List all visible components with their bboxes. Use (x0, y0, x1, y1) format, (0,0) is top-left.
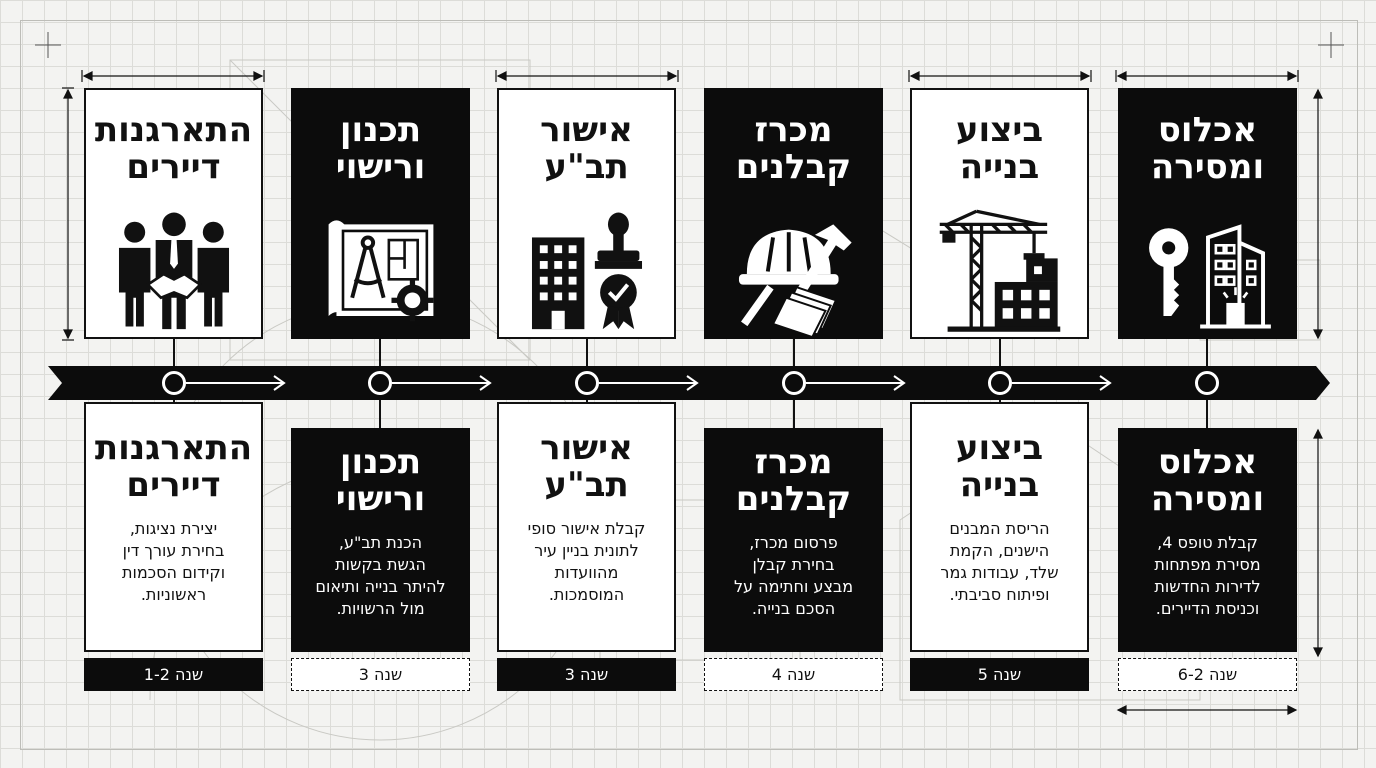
stage-description: הכנת תב"ע, הגשת בקשות להיתר בנייה ותיאום… (315, 533, 446, 618)
stage-top-card: ביצוע בנייה (910, 88, 1089, 339)
stage-bottom-card: אישור תב"ע קבלת אישור סופי לתונית בניין … (497, 402, 676, 652)
building-stamp-icon (531, 212, 642, 330)
corner-crosshairs (35, 32, 1344, 58)
hardhat-hammer-icon (738, 224, 852, 337)
stage-bottom-card: התארגנות דיירים יצירת נציגות, בחירת עורך… (84, 402, 263, 652)
stage-year-badge: שנה 5 (910, 658, 1089, 691)
stage-title: ביצוע בנייה (955, 110, 1044, 187)
stage-title: אישור תב"ע (540, 110, 633, 187)
stage-title-repeat: ביצוע בנייה (955, 428, 1044, 505)
stage-top-card: אכלוס ומסירה (1118, 88, 1297, 339)
stage-title-repeat: תכנון ורישוי (335, 442, 426, 519)
stage-title-repeat: אישור תב"ע (540, 428, 633, 505)
timeline-node-3 (575, 371, 599, 395)
timeline-arrows (186, 375, 1112, 391)
timeline-node-2 (368, 371, 392, 395)
stage-top-card: מכרז קבלנים (704, 88, 883, 339)
stage-description: פרסום מכרז, בחירת קבלן מבצע וחתימה על הס… (733, 533, 854, 618)
stage-year-badge: שנה 1-2 (84, 658, 263, 691)
stage-bottom-card: תכנון ורישוי הכנת תב"ע, הגשת בקשות להיתר… (291, 428, 470, 652)
timeline-node-1 (162, 371, 186, 395)
crane-building-icon (939, 209, 1060, 332)
blueprint-compass-icon (328, 220, 433, 322)
stage-bottom-card: אכלוס ומסירה קבלת טופס 4, מסירת מפתחות ל… (1118, 428, 1297, 652)
stage-title: מכרז קבלנים (735, 110, 852, 187)
stage-title-repeat: התארגנות דיירים (94, 428, 253, 505)
stage-title: אכלוס ומסירה (1150, 110, 1265, 187)
stage-year-badge: שנה 3 (497, 658, 676, 691)
stage-top-card: אישור תב"ע (497, 88, 676, 339)
stage-top-card: תכנון ורישוי (291, 88, 470, 339)
stage-title-repeat: אכלוס ומסירה (1150, 442, 1265, 519)
timeline-node-4 (782, 371, 806, 395)
stage-year-badge: שנה 4 (704, 658, 883, 691)
handshake-group-icon (118, 212, 229, 330)
timeline-node-5 (988, 371, 1012, 395)
stage-year-badge: שנה 3 (291, 658, 470, 691)
stage-title: תכנון ורישוי (335, 110, 426, 187)
stage-bottom-card: מכרז קבלנים פרסום מכרז, בחירת קבלן מבצע … (704, 428, 883, 652)
stage-title: התארגנות דיירים (94, 110, 253, 187)
stage-description: קבלת אישור סופי לתונית בניין עיר מהוועדו… (527, 519, 646, 604)
stage-description: הריסת המבנים הישנים, הקמת שלד, עבודות גמ… (940, 519, 1059, 604)
dimension-lines (62, 70, 1323, 715)
stage-year-badge: שנה 6-2 (1118, 658, 1297, 691)
stage-title-repeat: מכרז קבלנים (735, 442, 852, 519)
outer-frame (20, 20, 1358, 750)
stage-bottom-card: ביצוע בנייה הריסת המבנים הישנים, הקמת של… (910, 402, 1089, 652)
timeline-node-6 (1195, 371, 1219, 395)
stage-description: קבלת טופס 4, מסירת מפתחות לדירות החדשות … (1154, 533, 1261, 618)
stage-top-card: התארגנות דיירים (84, 88, 263, 339)
stage-description: יצירת נציגות, בחירת עורך דין וקידום הסכמ… (121, 519, 226, 604)
key-building-icon (1148, 224, 1271, 329)
